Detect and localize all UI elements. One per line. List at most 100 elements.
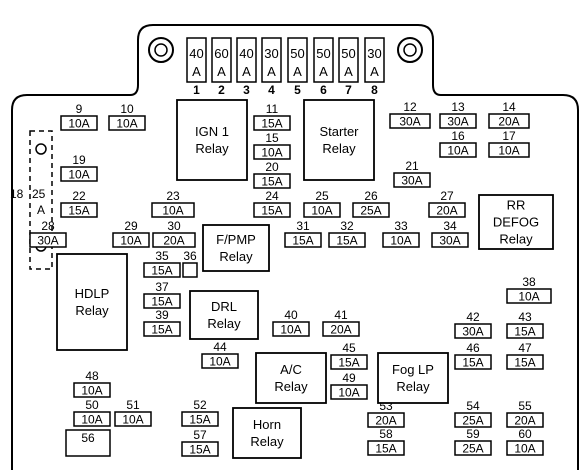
fuse-rating: 25A [462,442,483,456]
fuse-rating: 10A [162,204,183,218]
mounting-hole-left-icon [148,37,174,63]
fuse-56: 56 [65,429,111,457]
fuse-number: 57 [193,428,207,442]
fuse-rating: 15A [151,295,172,309]
maxi-fuse-unit: A [192,64,201,79]
fuse-number: 34 [443,219,457,233]
fuse-rating: 30A [462,325,483,339]
fuse-rating: 15A [514,356,535,370]
fuse-rating: 10A [338,386,359,400]
fuse-rating: 20A [375,414,396,428]
fuse-number: 14 [502,100,516,114]
side-connector-label-18: 18 [10,187,24,201]
fuse-number: 37 [155,280,169,294]
fuse-number: 50 [85,398,99,412]
fuse-number: 45 [342,341,356,355]
fuse-number: 59 [466,427,480,441]
fuse-number: 28 [41,219,55,233]
fuse-rating: 15A [151,323,172,337]
fuse-number: 17 [502,129,516,143]
fuse-rating: 10A [120,234,141,248]
fuse-rating: 10A [514,442,535,456]
fuse-number: 36 [183,249,197,263]
maxi-fuse-number: 7 [345,83,352,97]
fuse-number: 12 [403,100,417,114]
maxi-fuse-number: 8 [371,83,378,97]
fuse-number: 30 [167,219,181,233]
fuse-rating: 10A [311,204,332,218]
fuse-number: 26 [364,189,378,203]
fuse-number: 38 [522,275,536,289]
relay-label-line: DEFOG [493,215,539,230]
relay-label-line: Relay [396,379,430,394]
maxi-fuse-rating: 40 [189,46,203,61]
fuse-rating: 15A [151,264,172,278]
fuse-rating: 15A [375,442,396,456]
maxi-fuse-number: 5 [294,83,301,97]
fuse-rating: 20A [330,323,351,337]
fuse-number: 35 [155,249,169,263]
fuse-number: 40 [284,308,298,322]
fuse-number: 13 [451,100,465,114]
fuse-number: 10 [120,102,134,116]
fuse-number: 46 [466,341,480,355]
side-connector-label-25: 25 [32,187,46,201]
fuse-number: 42 [466,310,480,324]
relay-label-line: IGN 1 [195,124,229,139]
fuse-number: 51 [126,398,140,412]
fuse-number: 56 [81,431,95,445]
fuse-rating: 30A [37,234,58,248]
fuse-rating: 15A [68,204,89,218]
relay-label-line: Relay [207,316,241,331]
maxi-fuse-unit: A [217,64,226,79]
relay-label-line: Starter [319,124,359,139]
fuse-number: 48 [85,369,99,383]
fuse-number: 23 [166,189,180,203]
fuse-rating: 15A [189,443,210,457]
fuse-number: 29 [124,219,138,233]
fuse-rating: 10A [518,290,539,304]
fuse-number: 15 [265,131,279,145]
fuse-rating: 10A [81,413,102,427]
fuse-rating: 10A [261,146,282,160]
fuse-number: 47 [518,341,532,355]
